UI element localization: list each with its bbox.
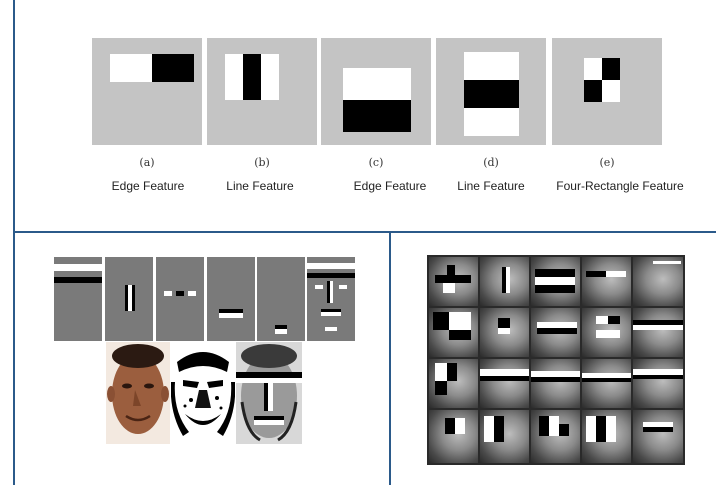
grid-cell — [429, 410, 478, 463]
grid-cell — [633, 359, 683, 408]
grid-cell — [480, 410, 529, 463]
grid-cell — [633, 410, 683, 463]
grid-cell — [429, 257, 478, 306]
grid-cell — [480, 308, 529, 357]
grid-cell — [531, 308, 580, 357]
feature-letter-e: (e) — [552, 156, 662, 169]
feature-letter-c: (c) — [321, 156, 431, 169]
feature-letter-d: (d) — [436, 156, 546, 169]
feature-tile-c — [321, 38, 431, 145]
feature-tile-b — [207, 38, 317, 145]
feature-name-a: Edge Feature — [98, 179, 198, 193]
grid-cell — [633, 308, 683, 357]
face-photo-overlay — [236, 342, 302, 444]
grid-cell — [582, 410, 631, 463]
feature-tile-e — [552, 38, 662, 145]
feature-letter-b: (b) — [207, 156, 317, 169]
grid-cell — [531, 257, 580, 306]
face-feature-tile-4 — [207, 257, 255, 341]
face-crop-grid — [427, 255, 685, 465]
face-feature-tile-5 — [257, 257, 305, 341]
grid-cell — [633, 257, 683, 306]
feature-name-b: Line Feature — [210, 179, 310, 193]
feature-name-d: Line Feature — [441, 179, 541, 193]
grid-cell — [582, 257, 631, 306]
horizontal-divider — [13, 231, 716, 233]
feature-letter-a: (a) — [92, 156, 202, 169]
face-feature-tile-3 — [156, 257, 204, 341]
feature-name-e: Four-Rectangle Feature — [545, 179, 695, 193]
grid-cell — [429, 308, 478, 357]
face-photo-threshold — [171, 342, 235, 444]
grid-cell — [429, 359, 478, 408]
vertical-divider — [389, 232, 391, 485]
left-border-line — [13, 0, 15, 485]
feature-name-c: Edge Feature — [340, 179, 440, 193]
feature-tile-a — [92, 38, 202, 145]
grid-cell — [531, 359, 580, 408]
grid-cell — [582, 308, 631, 357]
face-feature-tile-2 — [105, 257, 153, 341]
grid-cell — [582, 359, 631, 408]
face-photo-color — [106, 342, 170, 444]
grid-cell — [480, 257, 529, 306]
face-feature-tile-6 — [307, 257, 355, 341]
feature-tile-d — [436, 38, 546, 145]
grid-cell — [480, 359, 529, 408]
grid-cell — [531, 410, 580, 463]
face-feature-tile-1 — [54, 257, 102, 341]
